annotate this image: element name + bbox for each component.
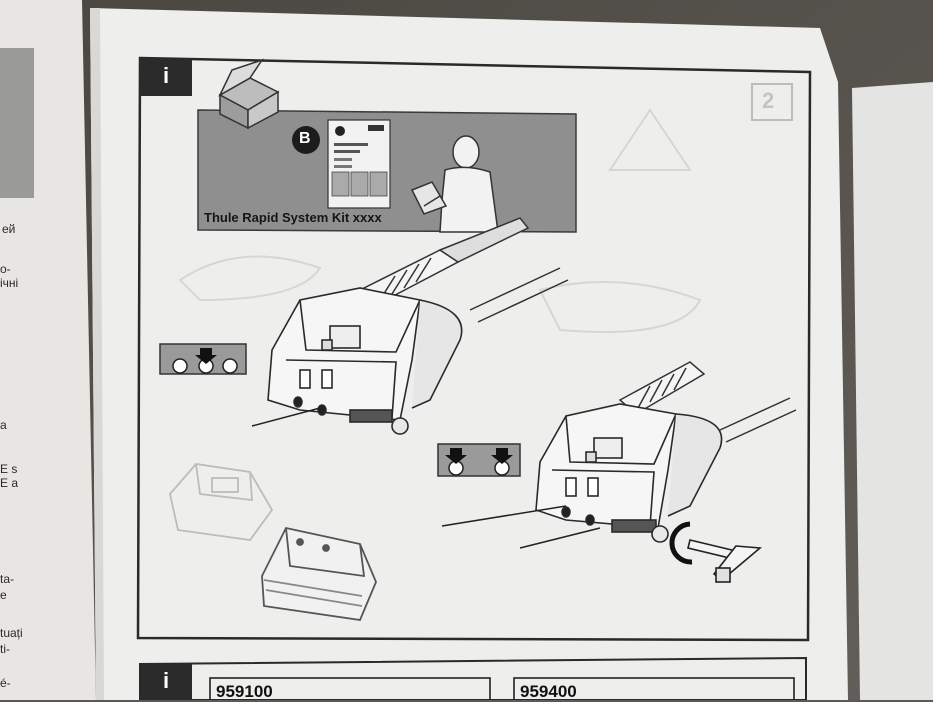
arrow-down-a-icon <box>445 448 467 464</box>
arrow-down-b-icon <box>491 448 513 464</box>
instruction-booklet-icon <box>327 119 391 209</box>
info-badge <box>140 58 192 96</box>
roof-bar-lower <box>618 361 797 443</box>
left-page-text-7: ta- <box>0 572 15 586</box>
hole-left-icon <box>172 358 188 374</box>
foot-bracket-upper <box>267 287 463 435</box>
page-fold-shadow <box>90 8 104 700</box>
ghost-print <box>178 108 702 333</box>
left-page-text-3: ічні <box>0 276 19 290</box>
left-page-text-6: E a <box>0 476 19 490</box>
variant-box-left <box>209 677 491 700</box>
left-page-text-4: а <box>0 418 7 432</box>
hole-right-icon <box>222 358 238 374</box>
info-badge-label: i <box>162 63 170 88</box>
next-info-badge <box>140 664 192 700</box>
right-page <box>852 82 933 700</box>
product-code-left: 959100 <box>216 682 273 701</box>
instruction-frame <box>136 56 812 642</box>
arrow-down-icon <box>195 348 217 364</box>
rubber-pad-lower <box>261 526 377 621</box>
left-page-text-11: é- <box>0 676 11 690</box>
product-code-right: 959400 <box>520 682 577 701</box>
step-badge-label: B <box>299 130 311 147</box>
step-b-badge <box>292 126 320 154</box>
reading-person-icon <box>410 135 499 233</box>
rubber-pad-upper <box>169 463 274 541</box>
callout-line-3 <box>519 527 601 549</box>
left-page-grey-block <box>0 48 34 198</box>
hex-key-tool-icon <box>687 539 762 583</box>
kit-label: Thule Rapid System Kit xxxx <box>204 210 382 225</box>
page-number: 2 <box>762 88 775 113</box>
left-page-text-10: ti- <box>0 642 10 656</box>
left-page-text-5: E s <box>0 462 18 476</box>
left-page-text-1: ей <box>2 222 16 236</box>
page-number-box <box>751 83 793 121</box>
left-page-text-9: tuați <box>0 626 23 640</box>
parts-box-icon <box>218 58 280 130</box>
variant-box-right <box>513 677 795 700</box>
left-page-text-2: о- <box>0 262 11 276</box>
callout-line-1 <box>251 407 321 427</box>
callout-line-2 <box>441 505 567 527</box>
rotate-arrow-icon <box>669 521 693 565</box>
left-page-text-8: e <box>0 588 7 602</box>
roof-bar-upper <box>358 217 569 323</box>
next-info-badge-label: i <box>162 668 170 693</box>
foot-bracket-lower <box>535 403 723 543</box>
